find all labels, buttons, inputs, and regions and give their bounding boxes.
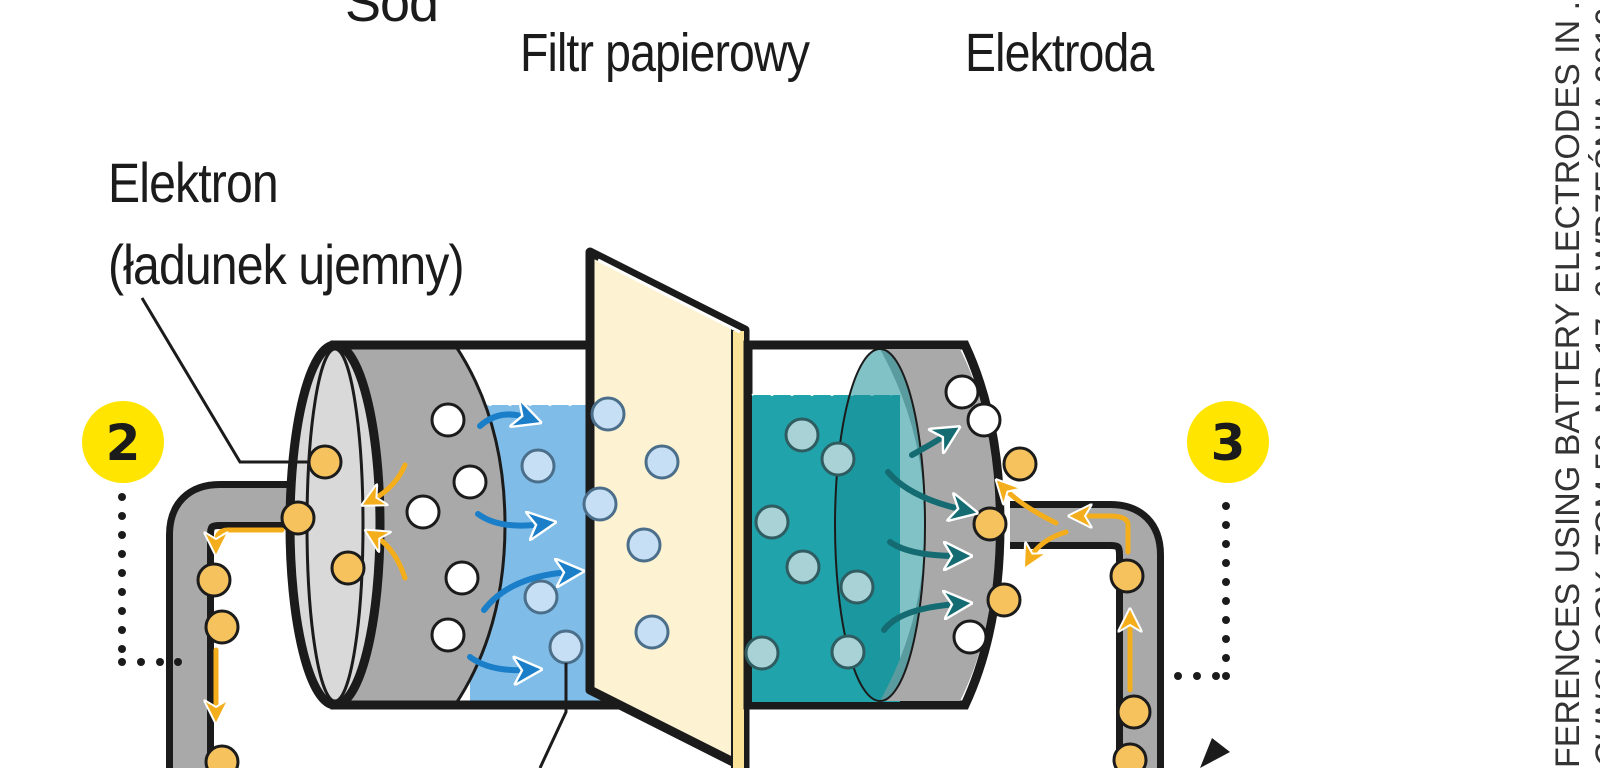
dotted-callout-2 (118, 493, 182, 666)
step-badge-2: 2 (82, 401, 164, 483)
pointer-arrow-icon (1200, 738, 1230, 768)
left-wire (166, 481, 335, 768)
leader-lines (140, 297, 568, 768)
step-badge-2-number: 2 (106, 414, 141, 472)
electron-flow-arrows (216, 462, 1130, 712)
label-electrode: Elektroda (965, 23, 1154, 83)
step-badge-3: 3 (1187, 401, 1269, 483)
label-electron: Elektron (108, 151, 279, 214)
sodium-atoms-left (405, 402, 488, 653)
paper-filter (585, 247, 750, 768)
label-filter: Filtr papierowy (520, 23, 810, 83)
ion-flow-arrows-teal (881, 434, 964, 633)
source-credit-journal: CHNOLOGY (1589, 573, 1600, 768)
dotted-callout-3 (1174, 502, 1230, 680)
source-credit: FERENCES USING BATTERY ELECTRODES IN ...… (1548, 0, 1600, 768)
ion-flow-arrows-blue (467, 414, 570, 670)
label-electron-charge: (ładunek ujemny) (108, 233, 465, 296)
electrons (196, 444, 1152, 768)
sodium-atoms-right (944, 374, 1002, 655)
source-credit-line1: FERENCES USING BATTERY ELECTRODES IN ... (1549, 0, 1587, 768)
sodium-ions-left-electrolyte (520, 396, 680, 665)
sodium-ions-right-electrolyte (744, 417, 875, 671)
label-sod: Sód (345, 0, 439, 33)
step-badge-3-number: 3 (1211, 414, 1246, 472)
right-wire (1010, 501, 1164, 768)
source-credit-details: , TOM 50, NR 17; 6 WRZEŚNIA 2016 (1589, 7, 1600, 574)
